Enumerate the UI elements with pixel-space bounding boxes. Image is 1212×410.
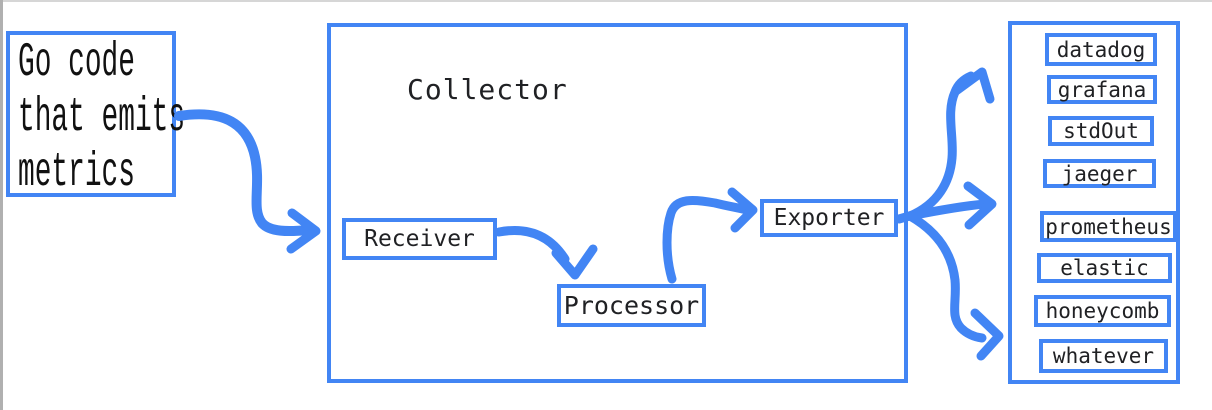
window-left-edge [0, 0, 3, 410]
receiver-node: Receiver [342, 218, 497, 260]
backend-label: grafana [1057, 77, 1147, 102]
backend-label: elastic [1060, 256, 1149, 280]
collector-title: Collector [407, 73, 568, 106]
source-node-line: Go code [18, 36, 135, 90]
backend-label: honeycomb [1045, 299, 1160, 323]
receiver-label: Receiver [364, 226, 475, 252]
backend-node-prometheus: prometheus [1040, 211, 1177, 242]
processor-node: Processor [557, 284, 706, 327]
source-node-line: metrics [18, 146, 135, 200]
exporter-node: Exporter [760, 199, 898, 237]
window-top-edge [0, 0, 1212, 2]
backend-node-stdout: stdOut [1048, 116, 1154, 146]
backend-node-jaeger: jaeger [1043, 159, 1156, 188]
backend-node-honeycomb: honeycomb [1034, 295, 1171, 327]
source-node-line: that emits [18, 91, 186, 145]
source-node-go-code: Go code that emits metrics [6, 31, 186, 200]
backend-label: jaeger [1061, 161, 1138, 186]
backend-node-whatever: whatever [1039, 339, 1168, 373]
backend-label: datadog [1056, 37, 1146, 62]
backend-node-datadog: datadog [1045, 33, 1157, 66]
backend-node-elastic: elastic [1037, 253, 1172, 283]
backends-container: datadog grafana stdOut jaeger prometheus… [1008, 21, 1180, 384]
processor-label: Processor [563, 291, 700, 320]
backend-label: whatever [1052, 344, 1155, 368]
backend-label: prometheus [1045, 214, 1172, 239]
backend-node-grafana: grafana [1047, 75, 1157, 104]
arrow-fanout [894, 67, 1004, 361]
arrow-source-to-receiver [174, 109, 321, 254]
backend-label: stdOut [1063, 119, 1139, 143]
exporter-label: Exporter [773, 205, 885, 231]
